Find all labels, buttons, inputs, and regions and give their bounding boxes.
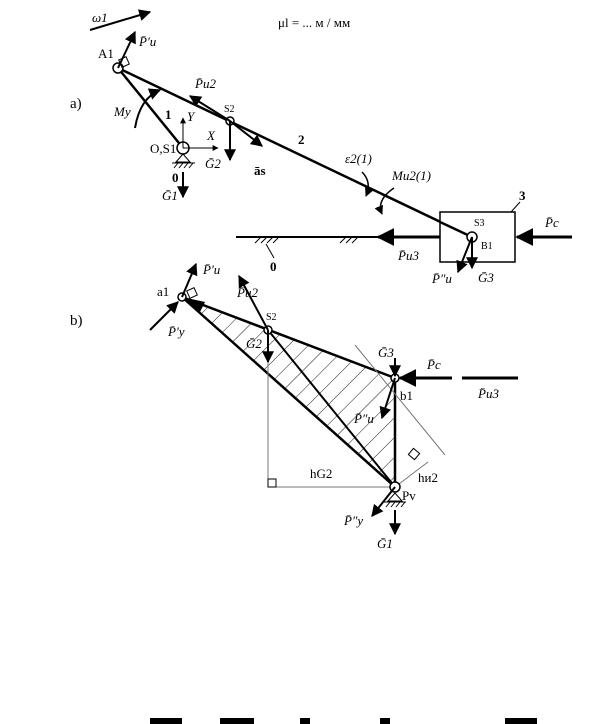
label-s3: S3	[474, 218, 485, 229]
label-g1-b: Ḡ1	[377, 536, 393, 551]
hi2-right-angle	[407, 447, 421, 461]
link-3-leader	[510, 201, 521, 213]
moment-my-arc	[134, 88, 162, 129]
force-pi-prime-a	[117, 30, 136, 69]
force-pi2-a	[188, 95, 231, 122]
label-ground-0: 0	[270, 259, 277, 274]
mi2-arc	[374, 187, 395, 215]
label-hi2: hи2	[418, 470, 438, 485]
eps2-arc	[361, 171, 374, 197]
connecting-rod	[117, 66, 473, 239]
label-as: ās	[254, 163, 266, 178]
lever-a1-pv	[181, 296, 396, 488]
label-g3-a: Ḡ3	[478, 270, 494, 285]
label-a1-b: a1	[157, 284, 169, 299]
label-pi2-a: P̄и2	[194, 76, 216, 91]
label-pi-dprime-a: P̄″и	[431, 271, 452, 286]
label-b1-b: b1	[400, 388, 413, 403]
pv-ground-hatch	[385, 501, 406, 508]
label-x: X	[206, 128, 216, 143]
label-link-3: 3	[519, 188, 526, 203]
label-link-1: 1	[165, 107, 172, 122]
label-ground-0-left: 0	[172, 170, 179, 185]
force-pi-dprime-a	[456, 236, 473, 274]
label-pi2-b: P̄и2	[236, 285, 258, 300]
right-angle-a1	[118, 56, 130, 68]
label-g2-a: Ḡ2	[205, 156, 221, 171]
guide-hatch	[254, 236, 359, 244]
part-a-title: a)	[70, 96, 82, 112]
label-g1-a: Ḡ1	[162, 188, 178, 203]
label-py-dprime-b: P̄″y	[343, 513, 363, 528]
right-angle-a1-b	[186, 287, 198, 299]
pv-support	[386, 492, 404, 502]
label-link-2: 2	[298, 132, 305, 147]
label-pi-prime-a: P̄′и	[138, 34, 157, 49]
label-y: Y	[187, 109, 196, 124]
label-pi-dprime-b: P̄″и	[353, 411, 374, 426]
hi2-extension	[354, 344, 446, 456]
ground-0-leader	[265, 243, 275, 259]
label-hg2: hG2	[310, 466, 332, 481]
part-b-title: b)	[70, 313, 83, 329]
scale-label: μl = ... м / мм	[278, 15, 350, 30]
ground-hatch-o	[173, 162, 194, 169]
bottom-fragments	[150, 718, 537, 724]
label-s2-b: S2	[266, 312, 277, 323]
force-py-prime-b	[149, 301, 179, 331]
force-pi-dprime-b	[379, 377, 396, 420]
label-b1: B1	[481, 241, 493, 252]
ground-support-o	[174, 153, 192, 163]
omega-label: ω1	[92, 10, 108, 25]
force-pi2-b	[238, 274, 269, 331]
label-py-prime-b: P̄′y	[167, 324, 185, 339]
acceleration-as	[229, 120, 263, 147]
label-a1: A1	[98, 46, 114, 61]
label-pc-a: P̄c	[544, 215, 559, 230]
label-g2-b: Ḡ2	[246, 336, 262, 351]
force-py-dprime-b	[371, 486, 396, 517]
lever-s2-pv	[267, 329, 396, 488]
label-pi-prime-b: P̄′и	[202, 262, 221, 277]
force-pi-prime-b	[181, 262, 198, 298]
lever-a1-b1	[181, 295, 396, 380]
crank-link	[117, 67, 184, 149]
label-s2-a: S2	[224, 104, 235, 115]
label-pi3-b: P̄и3	[477, 386, 499, 401]
hi2-line	[394, 461, 429, 488]
label-mi2: Mи2(1)	[391, 168, 431, 183]
hg2-right-angle	[267, 478, 277, 488]
label-eps2: ε2(1)	[345, 151, 372, 166]
label-o: O,S1	[150, 141, 176, 156]
label-g3-b: Ḡ3	[378, 345, 394, 360]
label-pc-b: P̄c	[426, 357, 441, 372]
omega-arrow	[89, 9, 152, 31]
label-my: My	[113, 104, 131, 119]
connecting-rod-over-block	[439, 220, 473, 239]
label-pv: Pv	[402, 488, 416, 503]
label-pi3-a: P̄и3	[397, 248, 419, 263]
